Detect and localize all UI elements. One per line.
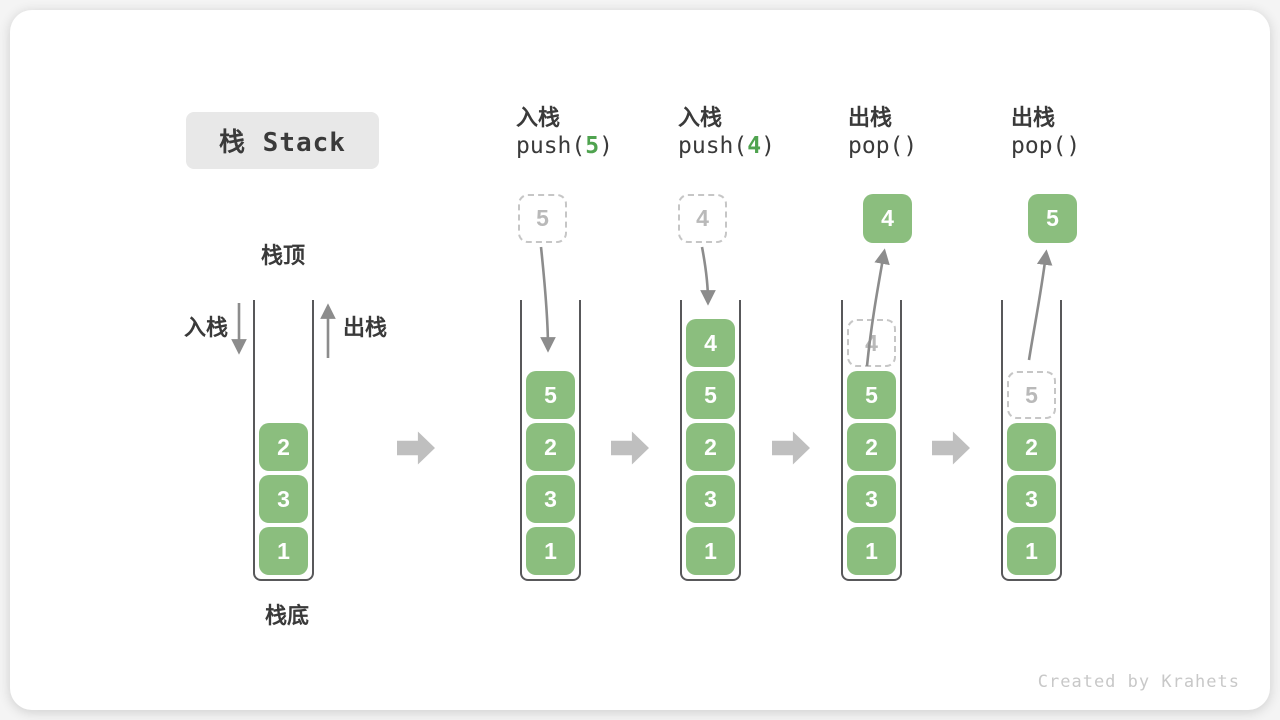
stack-item: 1 <box>259 527 308 575</box>
stack-item: 1 <box>847 527 896 575</box>
op-label-push5: 入栈 push(5) <box>516 105 613 161</box>
stack-item: 3 <box>526 475 575 523</box>
stack-item: 1 <box>526 527 575 575</box>
stack-container-after-pop2 <box>1001 300 1062 581</box>
floating-value-popped: 5 <box>1028 194 1077 243</box>
pop-legend-label: 出栈 <box>343 315 388 340</box>
floating-value-dashed: 4 <box>678 194 727 243</box>
stack-item: 3 <box>847 475 896 523</box>
op-code-pre: pop() <box>848 133 918 159</box>
stack-container-initial <box>253 300 314 581</box>
op-code: pop() <box>1011 131 1080 161</box>
op-code-pre: push( <box>516 133 586 159</box>
stack-item-removed: 5 <box>1007 371 1056 419</box>
op-code-pre: pop() <box>1011 133 1081 159</box>
op-name: 出栈 <box>848 105 893 130</box>
floating-value-popped: 4 <box>863 194 912 243</box>
stack-item: 2 <box>847 423 896 471</box>
stack-item: 1 <box>1007 527 1056 575</box>
stack-item: 2 <box>1007 423 1056 471</box>
stack-item: 2 <box>259 423 308 471</box>
stack-item: 4 <box>686 319 735 367</box>
stack-item: 1 <box>686 527 735 575</box>
op-code-post: ) <box>761 133 775 159</box>
op-label-pop1: 出栈 pop() <box>848 105 917 161</box>
watermark: Created by Krahets <box>1037 672 1240 692</box>
stack-item: 3 <box>1007 475 1056 523</box>
stack-container-after-push4 <box>680 300 741 581</box>
floating-value-dashed: 5 <box>518 194 567 243</box>
op-code-arg: 4 <box>747 133 762 159</box>
stack-item: 5 <box>526 371 575 419</box>
stack-item: 5 <box>847 371 896 419</box>
op-name: 出栈 <box>1011 105 1056 130</box>
op-code-arg: 5 <box>585 133 600 159</box>
title-box: 栈 Stack <box>186 112 379 169</box>
stack-bottom-label: 栈底 <box>264 603 309 628</box>
stack-container-after-push5 <box>520 300 581 581</box>
stack-item-removed: 4 <box>847 319 896 367</box>
op-code: push(4) <box>678 131 775 161</box>
op-label-pop2: 出栈 pop() <box>1011 105 1080 161</box>
op-label-push4: 入栈 push(4) <box>678 105 775 161</box>
op-name: 入栈 <box>678 105 723 130</box>
op-code: push(5) <box>516 131 613 161</box>
op-code: pop() <box>848 131 917 161</box>
title-text: 栈 Stack <box>219 128 346 158</box>
op-code-post: ) <box>599 133 613 159</box>
stack-container-after-pop1 <box>841 300 902 581</box>
push-legend-label: 入栈 <box>183 315 228 340</box>
op-name: 入栈 <box>516 105 561 130</box>
stack-item: 3 <box>259 475 308 523</box>
stack-top-label: 栈顶 <box>260 243 305 268</box>
stack-item: 2 <box>686 423 735 471</box>
stack-item: 3 <box>686 475 735 523</box>
stack-item: 2 <box>526 423 575 471</box>
stack-item: 5 <box>686 371 735 419</box>
op-code-pre: push( <box>678 133 748 159</box>
